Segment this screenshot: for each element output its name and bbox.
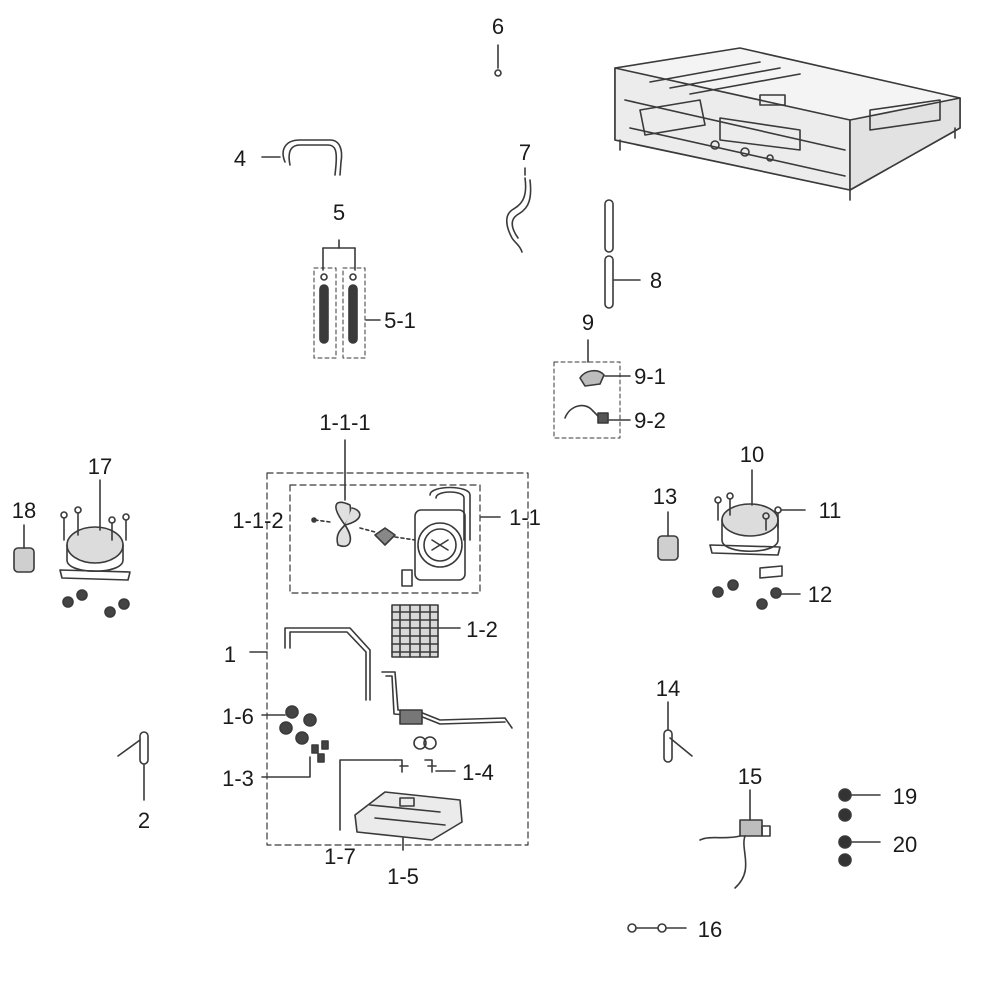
part-8-rods	[604, 199, 641, 309]
label-4: 4	[234, 146, 246, 171]
label-18: 18	[12, 498, 36, 523]
label-9-2: 9-2	[634, 408, 666, 433]
label-1-1-2: 1-1-2	[232, 508, 283, 533]
part-6-screw	[494, 44, 502, 77]
piping-assembly	[284, 627, 513, 729]
label-15: 15	[738, 764, 762, 789]
label-5-1: 5-1	[384, 308, 416, 333]
part-16-link	[627, 923, 687, 933]
label-1-4: 1-4	[462, 760, 494, 785]
label-6: 6	[492, 14, 504, 39]
label-1-6: 1-6	[222, 704, 254, 729]
label-17: 17	[88, 454, 112, 479]
label-8: 8	[650, 268, 662, 293]
part-5-strips	[313, 239, 381, 359]
label-13: 13	[653, 484, 677, 509]
part-1-1-fan-shroud	[401, 486, 471, 587]
label-1-1: 1-1	[509, 505, 541, 530]
part-10-compressor-right	[657, 469, 806, 610]
machine-compartment-frame	[614, 47, 961, 201]
label-1-7: 1-7	[324, 844, 356, 869]
label-1-2: 1-2	[466, 617, 498, 642]
part-1-6-grommets	[261, 705, 317, 745]
part-2-drier	[117, 731, 149, 801]
part-14-drier	[663, 701, 693, 763]
part-19-20-caps	[838, 788, 881, 867]
label-11: 11	[819, 498, 842, 523]
label-20: 20	[893, 832, 917, 857]
label-19: 19	[893, 784, 917, 809]
label-16: 16	[698, 917, 722, 942]
part-1-group	[249, 472, 529, 846]
part-1-2-condenser	[391, 604, 461, 658]
part-17-compressor-left	[13, 479, 131, 618]
label-10: 10	[740, 442, 764, 467]
part-1-3-clips	[261, 740, 329, 778]
part-1-1-1-fan-blade	[311, 439, 361, 547]
label-12: 12	[808, 582, 832, 607]
part-15-valve	[699, 789, 771, 889]
label-1: 1	[224, 642, 236, 667]
label-2: 2	[138, 808, 150, 833]
fan-motor	[359, 527, 416, 546]
label-1-5: 1-5	[387, 864, 419, 889]
part-7-pipe	[505, 167, 532, 253]
label-9: 9	[582, 310, 594, 335]
label-14: 14	[656, 676, 680, 701]
label-1-3: 1-3	[222, 766, 254, 791]
label-5: 5	[333, 200, 345, 225]
part-1-5-base-tray	[354, 791, 463, 851]
label-7: 7	[519, 140, 531, 165]
part-9-sensor-kit	[553, 339, 631, 439]
label-1-1-1: 1-1-1	[319, 410, 370, 435]
part-1-7-1-4-clips	[339, 736, 456, 831]
label-9-1: 9-1	[634, 364, 666, 389]
part-4-pipe	[261, 139, 343, 176]
